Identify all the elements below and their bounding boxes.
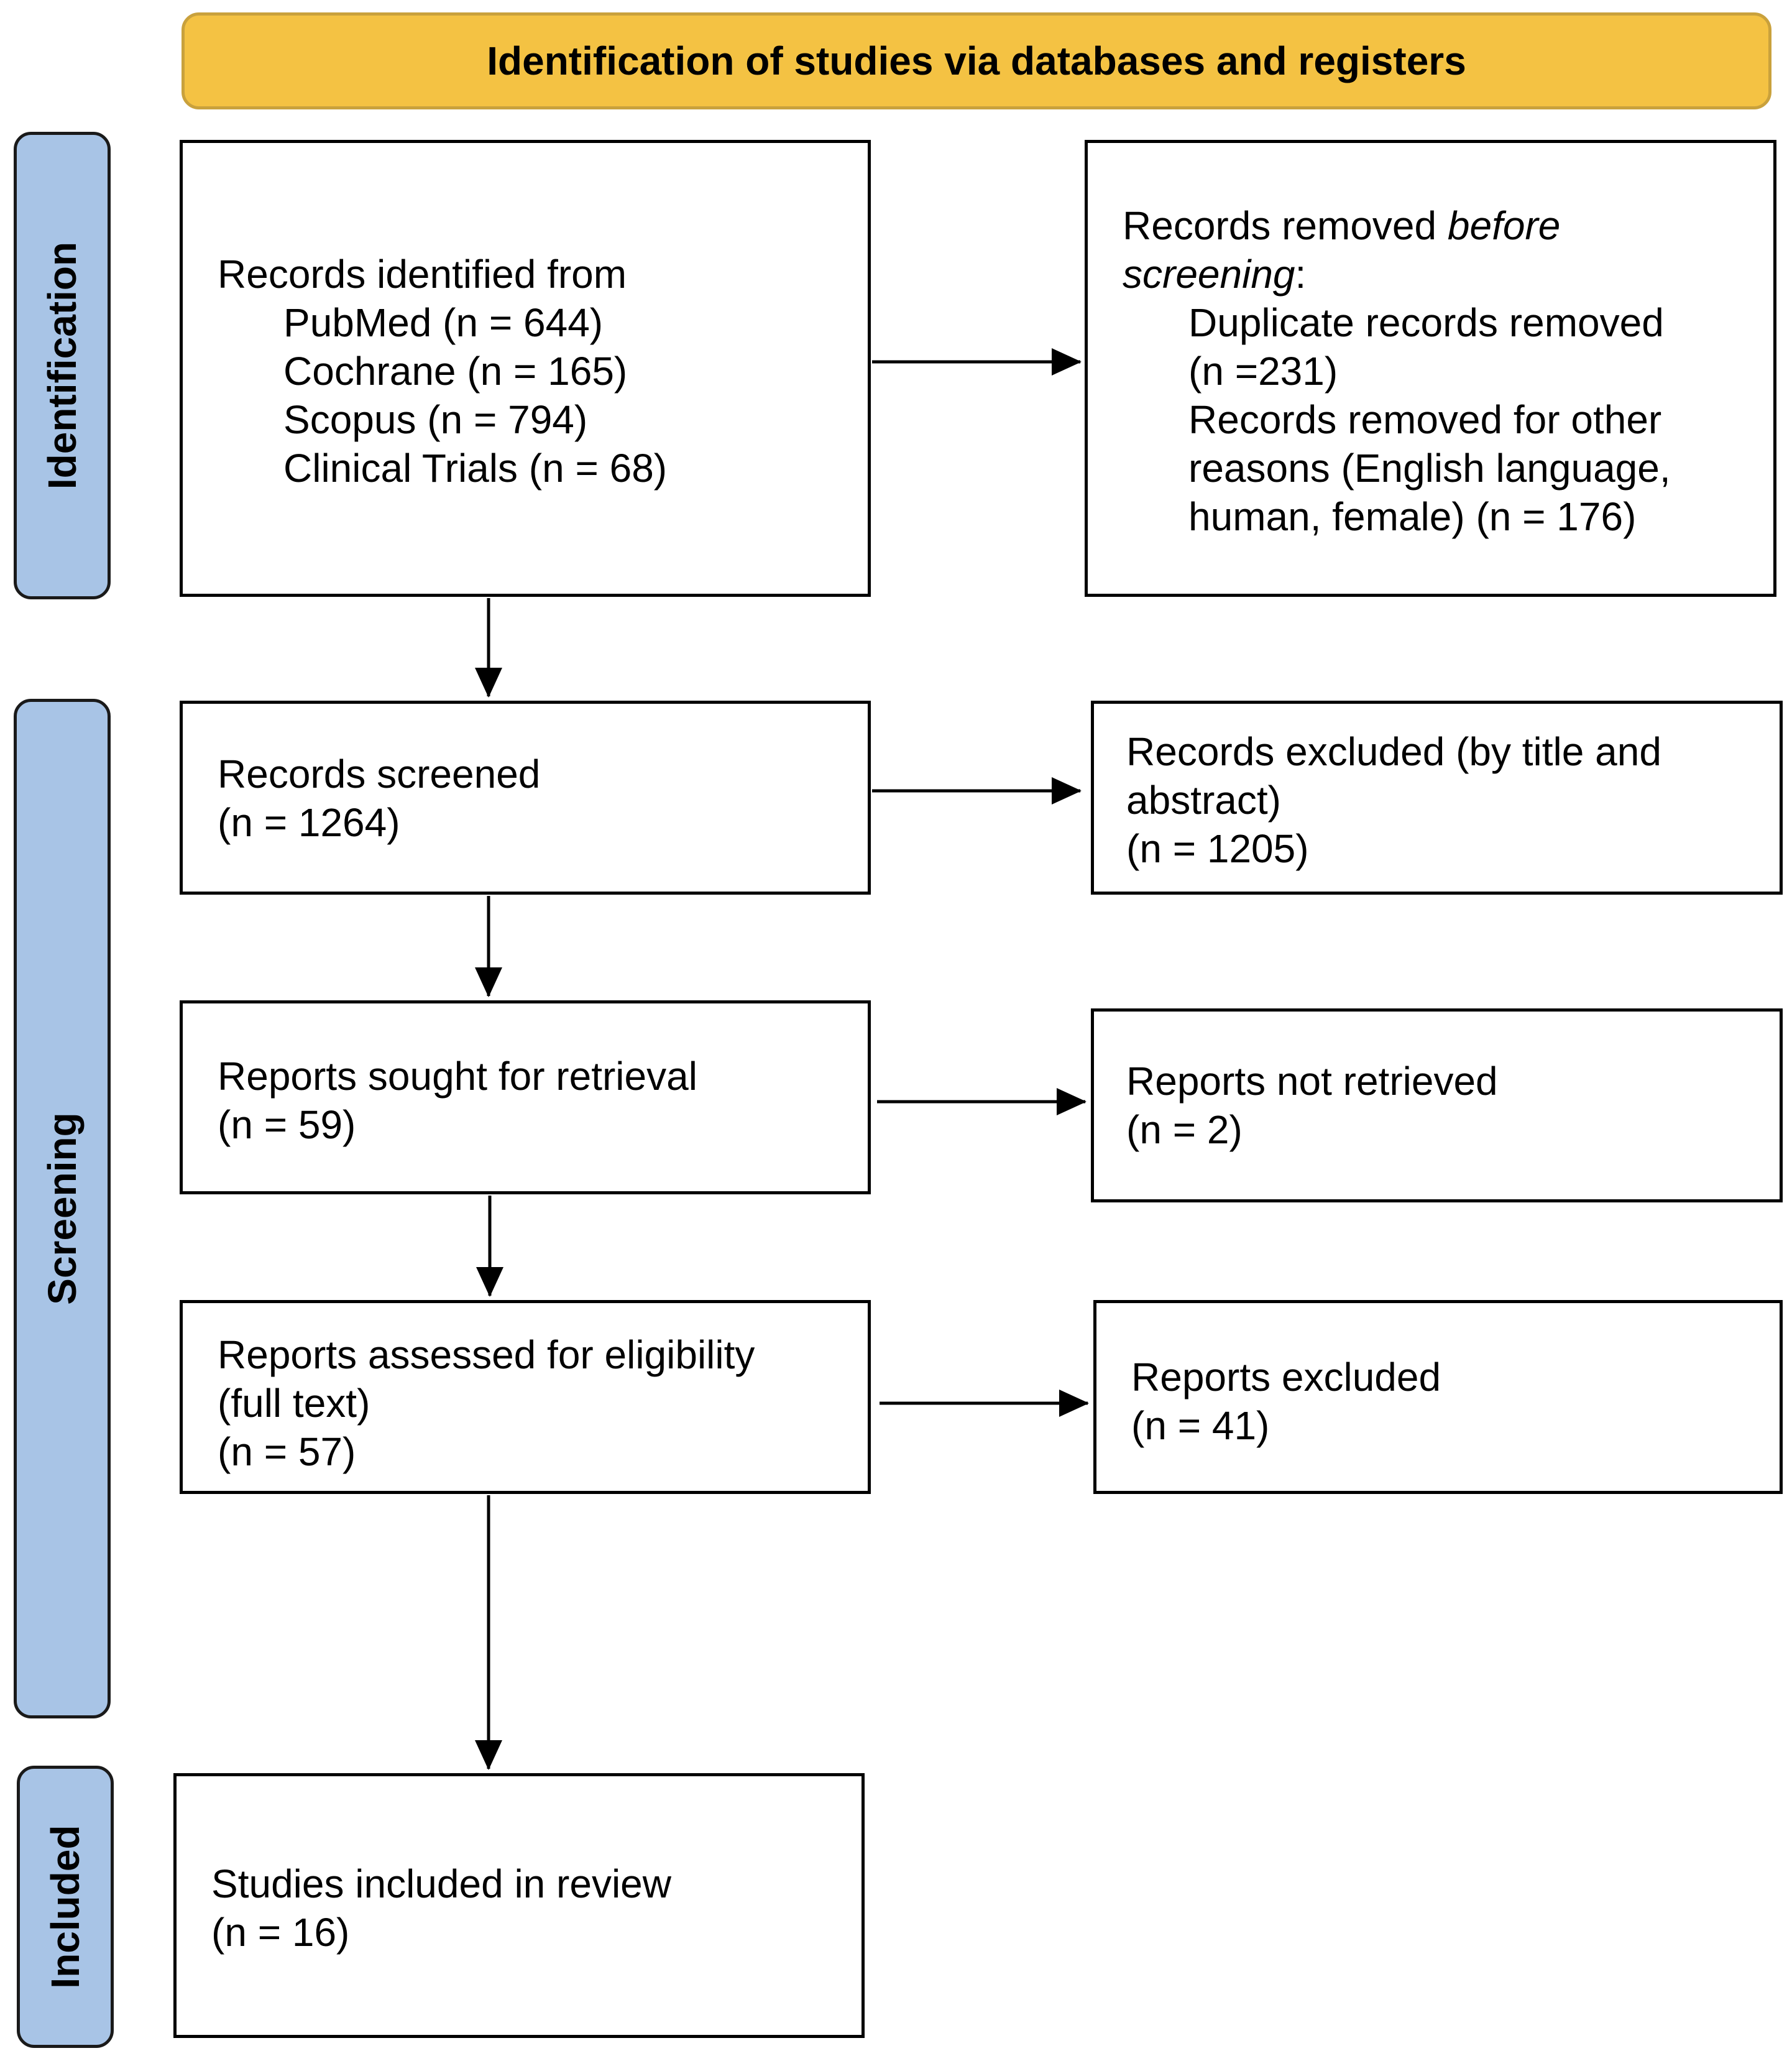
clinical-trials-count: Clinical Trials (n = 68)	[283, 446, 668, 491]
reports-assessed-line3: (n = 57)	[218, 1429, 356, 1474]
records-excluded-line2: abstract)	[1126, 778, 1281, 823]
records-screened-box: Records screened (n = 1264)	[180, 701, 871, 895]
records-screened-line2: (n = 1264)	[218, 800, 400, 845]
reports-excluded-box: Reports excluded (n = 41)	[1093, 1300, 1783, 1494]
records-removed-box: Records removed before screening: Duplic…	[1085, 140, 1776, 597]
reports-assessed-line2: (full text)	[218, 1381, 370, 1426]
records-removed-title-prefix: Records removed	[1123, 203, 1448, 248]
reports-not-retrieved-line1: Reports not retrieved	[1126, 1059, 1498, 1104]
duplicates-line2: (n =231)	[1188, 349, 1338, 394]
records-removed-title-screening: screening	[1123, 252, 1295, 297]
reports-sought-box: Reports sought for retrieval (n = 59)	[180, 1000, 871, 1194]
reports-assessed-line1: Reports assessed for eligibility	[218, 1332, 755, 1377]
records-excluded-line1: Records excluded (by title and	[1126, 729, 1661, 774]
records-removed-title-colon: :	[1295, 252, 1307, 297]
studies-included-box: Studies included in review (n = 16)	[173, 1773, 865, 2038]
reports-excluded-line2: (n = 41)	[1131, 1403, 1270, 1448]
cochrane-count: Cochrane (n = 165)	[283, 349, 628, 394]
reports-sought-line2: (n = 59)	[218, 1102, 356, 1147]
stage-screening: Screening	[14, 699, 111, 1718]
records-excluded-box: Records excluded (by title and abstract)…	[1091, 701, 1783, 895]
records-removed-title-before: before	[1447, 203, 1561, 248]
records-removed-title: Records removed before	[1123, 201, 1773, 250]
reports-not-retrieved-box: Reports not retrieved (n = 2)	[1091, 1008, 1783, 1202]
reports-sought-line1: Reports sought for retrieval	[218, 1054, 697, 1099]
records-screened-line1: Records screened	[218, 752, 541, 796]
duplicates-line1: Duplicate records removed	[1188, 300, 1664, 345]
pubmed-count: PubMed (n = 644)	[283, 300, 604, 345]
other-reasons-line1: Records removed for other	[1188, 397, 1662, 442]
other-reasons-line2: reasons (English language,	[1188, 446, 1671, 491]
scopus-count: Scopus (n = 794)	[283, 397, 588, 442]
header-banner: Identification of studies via databases …	[181, 12, 1771, 109]
records-identified-title: Records identified from	[218, 252, 627, 297]
stage-included: Included	[17, 1766, 114, 2048]
studies-included-line2: (n = 16)	[211, 1910, 350, 1955]
header-title: Identification of studies via databases …	[487, 39, 1466, 83]
stage-identification: Identification	[14, 132, 111, 599]
records-removed-title-cont: screening:	[1123, 250, 1773, 298]
reports-excluded-line1: Reports excluded	[1131, 1355, 1441, 1399]
reports-assessed-box: Reports assessed for eligibility (full t…	[180, 1300, 871, 1494]
records-identified-box: Records identified from PubMed (n = 644)…	[180, 140, 871, 597]
other-reasons-line3: human, female) (n = 176)	[1188, 494, 1637, 539]
records-excluded-line3: (n = 1205)	[1126, 826, 1309, 871]
reports-not-retrieved-line2: (n = 2)	[1126, 1107, 1243, 1152]
studies-included-line1: Studies included in review	[211, 1861, 671, 1906]
